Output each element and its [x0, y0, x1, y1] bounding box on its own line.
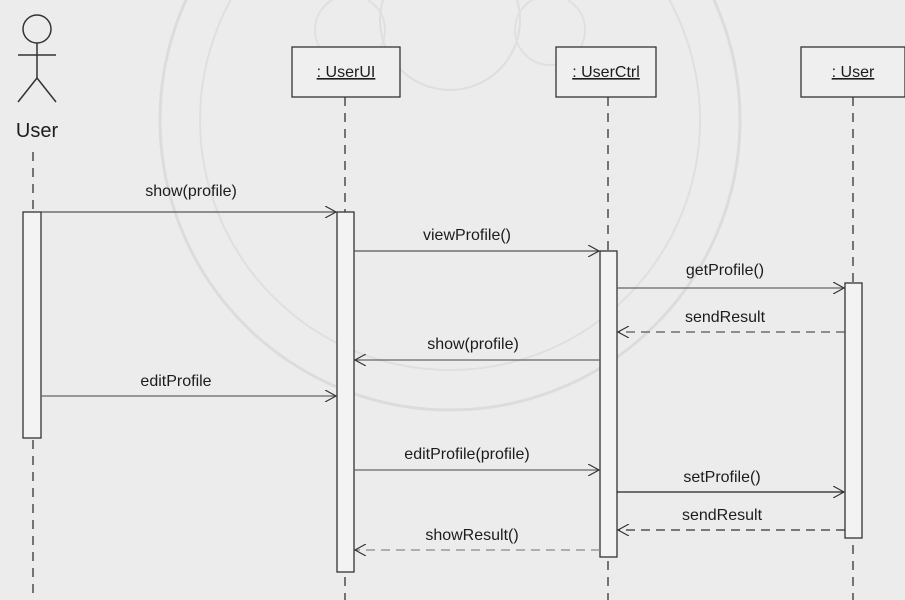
object-userctrl: : UserCtrl	[555, 46, 657, 98]
activation-user	[844, 282, 863, 539]
activation-userctrl	[599, 250, 618, 558]
message-label-8: setProfile()	[683, 469, 760, 486]
message-label-7: editProfile(profile)	[404, 446, 529, 463]
message-label-9: sendResult	[682, 507, 763, 524]
message-label-3: getProfile()	[686, 262, 764, 279]
object-userui: : UserUI	[291, 46, 401, 98]
message-label-10: showResult()	[425, 527, 518, 544]
object-userctrl-label: : UserCtrl	[572, 64, 640, 81]
message-label-1: show(profile)	[145, 183, 237, 200]
message-label-2: viewProfile()	[423, 227, 511, 244]
message-label-5: show(profile)	[427, 336, 519, 353]
watermark-seal	[158, 0, 742, 412]
activations	[22, 211, 863, 573]
actor-user	[17, 14, 57, 103]
actor-label: User	[16, 120, 59, 142]
activation-userui	[336, 211, 355, 573]
object-user-label: : User	[832, 64, 875, 81]
message-label-6: editProfile	[140, 373, 211, 390]
activation-actor	[22, 211, 42, 439]
object-userui-label: : UserUI	[317, 64, 376, 81]
object-user: : User	[800, 46, 905, 98]
message-label-4: sendResult	[685, 309, 766, 326]
messages	[41, 212, 845, 550]
